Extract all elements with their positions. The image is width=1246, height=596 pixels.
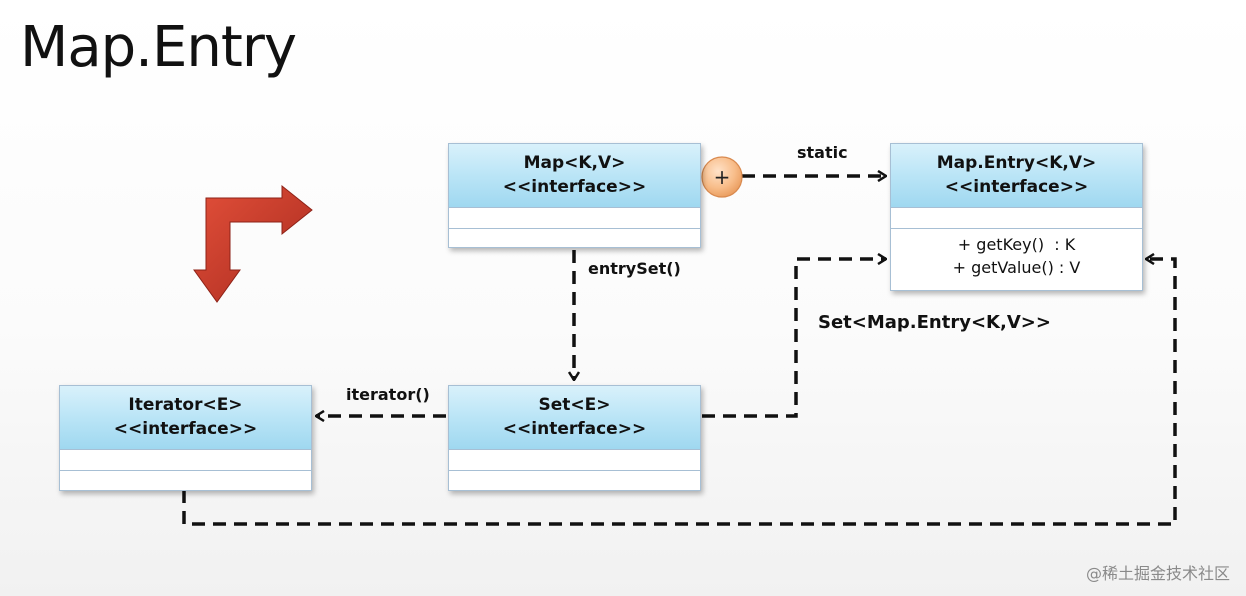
set-of-entries-label: Set<Map.Entry<K,V>>: [818, 312, 1051, 333]
map-entry-class-name: Map.Entry<K,V>: [936, 153, 1097, 174]
iterator-class-name: Iterator<E>: [128, 395, 243, 416]
static-label: static: [797, 143, 848, 162]
map-class-box[interactable]: Map<K,V> <<interface>>: [448, 143, 701, 248]
entryset-label: entrySet(): [588, 259, 681, 278]
iterator-attributes-section: [60, 450, 311, 471]
iterator-label: iterator(): [346, 385, 430, 404]
set-to-entry-connector: [702, 259, 886, 418]
map-class-name: Map<K,V>: [523, 153, 626, 174]
iterator-class-box[interactable]: Iterator<E> <<interface>>: [59, 385, 312, 491]
watermark: @稀土掘金技术社区: [1085, 564, 1230, 583]
set-class-box[interactable]: Set<E> <<interface>>: [448, 385, 701, 491]
map-class-stereotype: <<interface>>: [502, 176, 647, 197]
map-entry-class-box[interactable]: Map.Entry<K,V> <<interface>> + getKey() …: [890, 143, 1143, 291]
method-get-key: + getKey() : K: [957, 235, 1076, 254]
set-class-name: Set<E>: [538, 395, 611, 416]
map-attributes-section: [449, 208, 700, 229]
bent-arrow-icon: [193, 184, 313, 303]
iterator-class-stereotype: <<interface>>: [113, 418, 258, 439]
map-class-header: Map<K,V> <<interface>>: [449, 144, 700, 208]
page-title: Map.Entry: [20, 15, 297, 80]
iterator-to-entry-connector: [182, 259, 1177, 526]
set-attributes-section: [449, 450, 700, 471]
nested-class-icon: +: [701, 156, 743, 198]
iterator-class-header: Iterator<E> <<interface>>: [60, 386, 311, 450]
set-methods-section: [449, 471, 700, 490]
map-entry-class-header: Map.Entry<K,V> <<interface>>: [891, 144, 1142, 208]
map-entry-attributes-section: [891, 208, 1142, 229]
set-class-header: Set<E> <<interface>>: [449, 386, 700, 450]
map-methods-section: [449, 229, 700, 247]
set-class-stereotype: <<interface>>: [502, 418, 647, 439]
map-entry-methods-section: + getKey() : K + getValue() : V: [891, 229, 1142, 290]
method-get-value: + getValue() : V: [952, 258, 1081, 278]
map-entry-class-stereotype: <<interface>>: [944, 176, 1089, 197]
iterator-methods-section: [60, 471, 311, 490]
nested-symbol: +: [714, 165, 731, 189]
